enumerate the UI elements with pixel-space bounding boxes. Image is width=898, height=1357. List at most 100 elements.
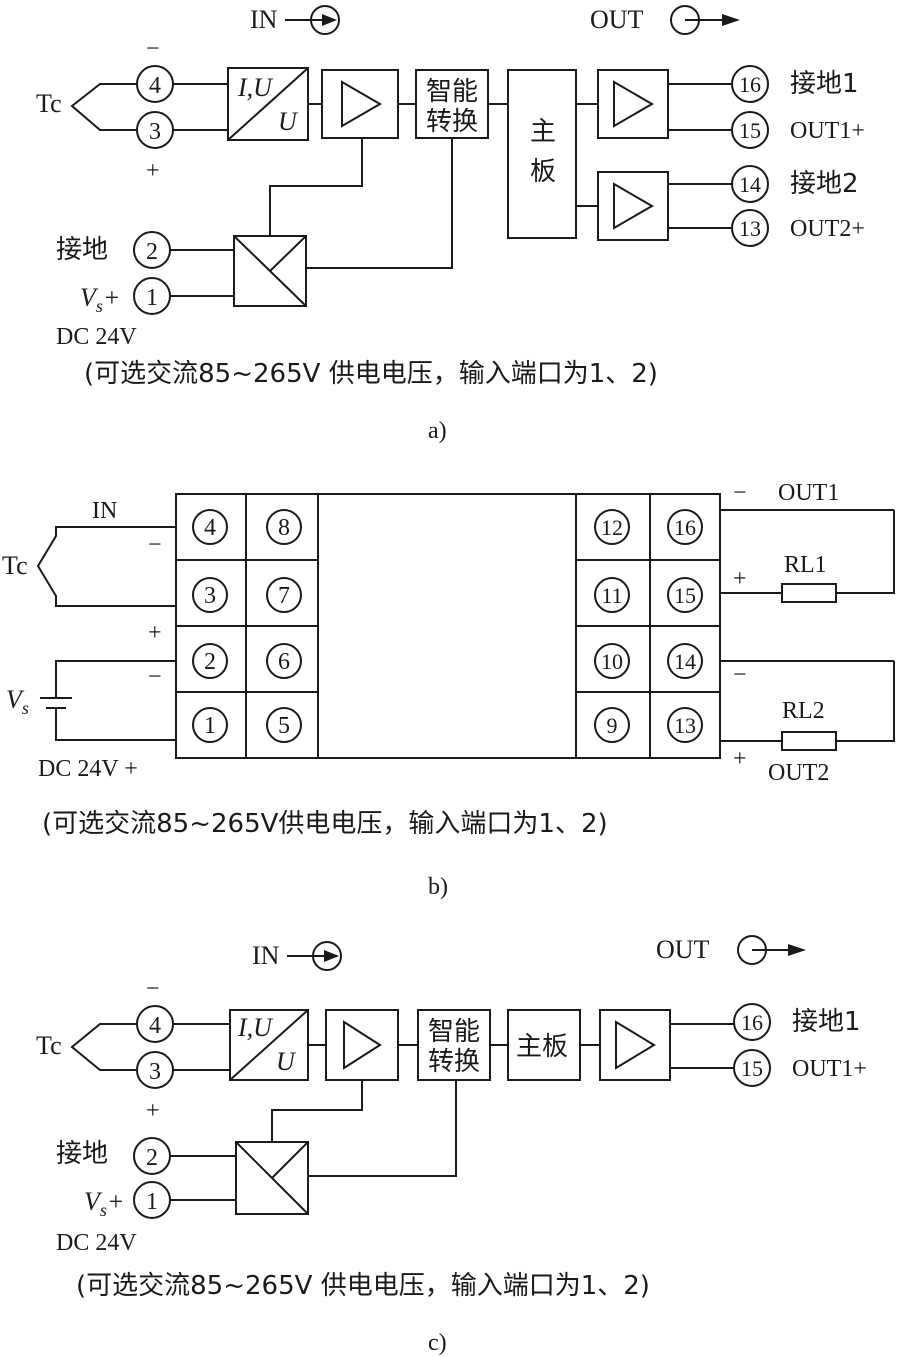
out2-label: OUT2 bbox=[768, 760, 829, 786]
minus-sign: − bbox=[146, 976, 160, 1002]
terminal-6-label: 6 bbox=[278, 649, 290, 675]
plus-sign: + bbox=[146, 158, 160, 184]
terminal-16-label: 16 bbox=[674, 515, 696, 540]
thermocouple-symbol bbox=[36, 526, 176, 607]
out-arrow-icon bbox=[670, 5, 740, 35]
amplifier-triangle-icon bbox=[615, 1020, 656, 1070]
terminal-4-label: 4 bbox=[204, 515, 216, 541]
terminal-13 bbox=[667, 707, 703, 743]
out1-plus-label: OUT1+ bbox=[790, 118, 865, 144]
ground-label: 接地 bbox=[56, 1139, 108, 1169]
amplifier-block bbox=[321, 69, 399, 139]
terminal-10-label: 10 bbox=[601, 649, 623, 674]
terminal-6 bbox=[266, 643, 302, 679]
smart-conversion-line1: 智能 bbox=[426, 77, 478, 107]
terminal-2 bbox=[192, 643, 228, 679]
ground-1-label: 接地1 bbox=[792, 1007, 861, 1037]
amplifier-triangle-icon bbox=[343, 1020, 382, 1070]
terminal-12-label: 12 bbox=[601, 515, 623, 540]
terminal-13 bbox=[731, 209, 769, 247]
terminal-16-label: 16 bbox=[741, 1010, 763, 1035]
terminal-1-label: 1 bbox=[146, 1189, 158, 1215]
ground-label: 接地 bbox=[56, 235, 108, 265]
terminal-15 bbox=[667, 577, 703, 613]
minus-sign: − bbox=[146, 36, 160, 62]
caption-a: a) bbox=[428, 418, 447, 444]
in-legend-label: IN bbox=[250, 5, 278, 34]
terminal-15-label: 15 bbox=[741, 1056, 763, 1081]
thermocouple-symbol bbox=[70, 83, 136, 131]
smart-conversion-block bbox=[417, 1009, 491, 1081]
terminal-16 bbox=[667, 509, 703, 545]
in-arrow-icon bbox=[285, 5, 340, 35]
ground-1-label: 接地1 bbox=[790, 69, 859, 99]
out2-minus-sign: − bbox=[733, 662, 747, 688]
terminal-1-label: 1 bbox=[204, 713, 216, 739]
plus-sign: + bbox=[148, 620, 162, 646]
tc-label: Tc bbox=[36, 89, 62, 118]
vs-label: Vs bbox=[6, 685, 29, 718]
terminal-14-label: 14 bbox=[739, 172, 761, 197]
terminal-4-label: 4 bbox=[149, 1013, 161, 1039]
terminal-15-label: 15 bbox=[674, 583, 696, 608]
out1-minus-sign: − bbox=[733, 480, 747, 506]
terminal-7 bbox=[266, 577, 302, 613]
amplifier-triangle-icon bbox=[613, 182, 654, 230]
out1-plus-sign: + bbox=[733, 566, 747, 592]
out-arrow-icon bbox=[737, 935, 806, 965]
terminal-14 bbox=[667, 643, 703, 679]
output-amplifier-1 bbox=[597, 69, 669, 139]
dc-24v-label: DC 24V bbox=[56, 1230, 137, 1256]
terminal-3-label: 3 bbox=[204, 583, 216, 609]
terminal-8 bbox=[266, 509, 302, 545]
rl1-label: RL1 bbox=[784, 552, 827, 578]
terminal-1 bbox=[192, 707, 228, 743]
smart-conversion-line2: 转换 bbox=[426, 107, 478, 137]
tc-label: Tc bbox=[2, 551, 28, 580]
out2-plus-sign: + bbox=[733, 746, 747, 772]
amplifier-triangle-icon bbox=[341, 80, 382, 128]
vs-label: Vs+ bbox=[80, 283, 120, 316]
terminal-14 bbox=[731, 165, 769, 203]
terminal-5-label: 5 bbox=[278, 713, 290, 739]
terminal-15-label: 15 bbox=[739, 118, 761, 143]
terminal-5 bbox=[266, 707, 302, 743]
terminal-7-label: 7 bbox=[278, 583, 290, 609]
terminal-9 bbox=[594, 707, 630, 743]
power-note: (可选交流85~265V 供电电压，输入端口为1、2) bbox=[76, 1271, 650, 1301]
terminal-11-label: 11 bbox=[601, 583, 622, 608]
diagram-b: 4 3 2 1 8 7 6 5 12 11 10 9 16 15 14 13 I… bbox=[2, 480, 895, 900]
terminal-12 bbox=[594, 509, 630, 545]
main-board-label: 主板 bbox=[516, 1032, 568, 1062]
terminal-4 bbox=[192, 509, 228, 545]
main-board-line1: 主 bbox=[530, 117, 556, 147]
minus-sign: − bbox=[148, 664, 162, 690]
terminal-15 bbox=[731, 111, 769, 149]
output-amplifier-2 bbox=[597, 171, 669, 241]
terminal-11 bbox=[594, 577, 630, 613]
terminal-2-label: 2 bbox=[204, 649, 216, 675]
load-resistor-rl1 bbox=[781, 583, 837, 603]
out2-plus-label: OUT2+ bbox=[790, 216, 865, 242]
terminal-3-label: 3 bbox=[149, 1059, 161, 1085]
in-label: IN bbox=[92, 498, 117, 524]
dc-24v-label: DC 24V + bbox=[38, 756, 138, 782]
terminal-3 bbox=[192, 577, 228, 613]
terminal-9-label: 9 bbox=[607, 713, 618, 738]
terminal-8-label: 8 bbox=[278, 515, 290, 541]
diagram-c: IN OUT Tc − + 4 3 I,U U 智能 转换 bbox=[36, 935, 867, 1356]
terminal-16-label: 16 bbox=[739, 72, 761, 97]
out-legend-label: OUT bbox=[590, 5, 644, 34]
smart-conversion-line2: 转换 bbox=[428, 1047, 480, 1077]
out-legend-label: OUT bbox=[656, 935, 710, 964]
main-board-block bbox=[507, 1009, 581, 1081]
dc-24v-label: DC 24V bbox=[56, 324, 137, 350]
terminal-14-label: 14 bbox=[674, 649, 696, 674]
ground-2-label: 接地2 bbox=[790, 169, 859, 199]
terminal-15 bbox=[733, 1049, 771, 1087]
terminal-13-label: 13 bbox=[674, 713, 696, 738]
amplifier-block bbox=[325, 1009, 399, 1081]
iu-bottom-label: U bbox=[276, 1047, 297, 1076]
output-amplifier bbox=[599, 1009, 671, 1081]
